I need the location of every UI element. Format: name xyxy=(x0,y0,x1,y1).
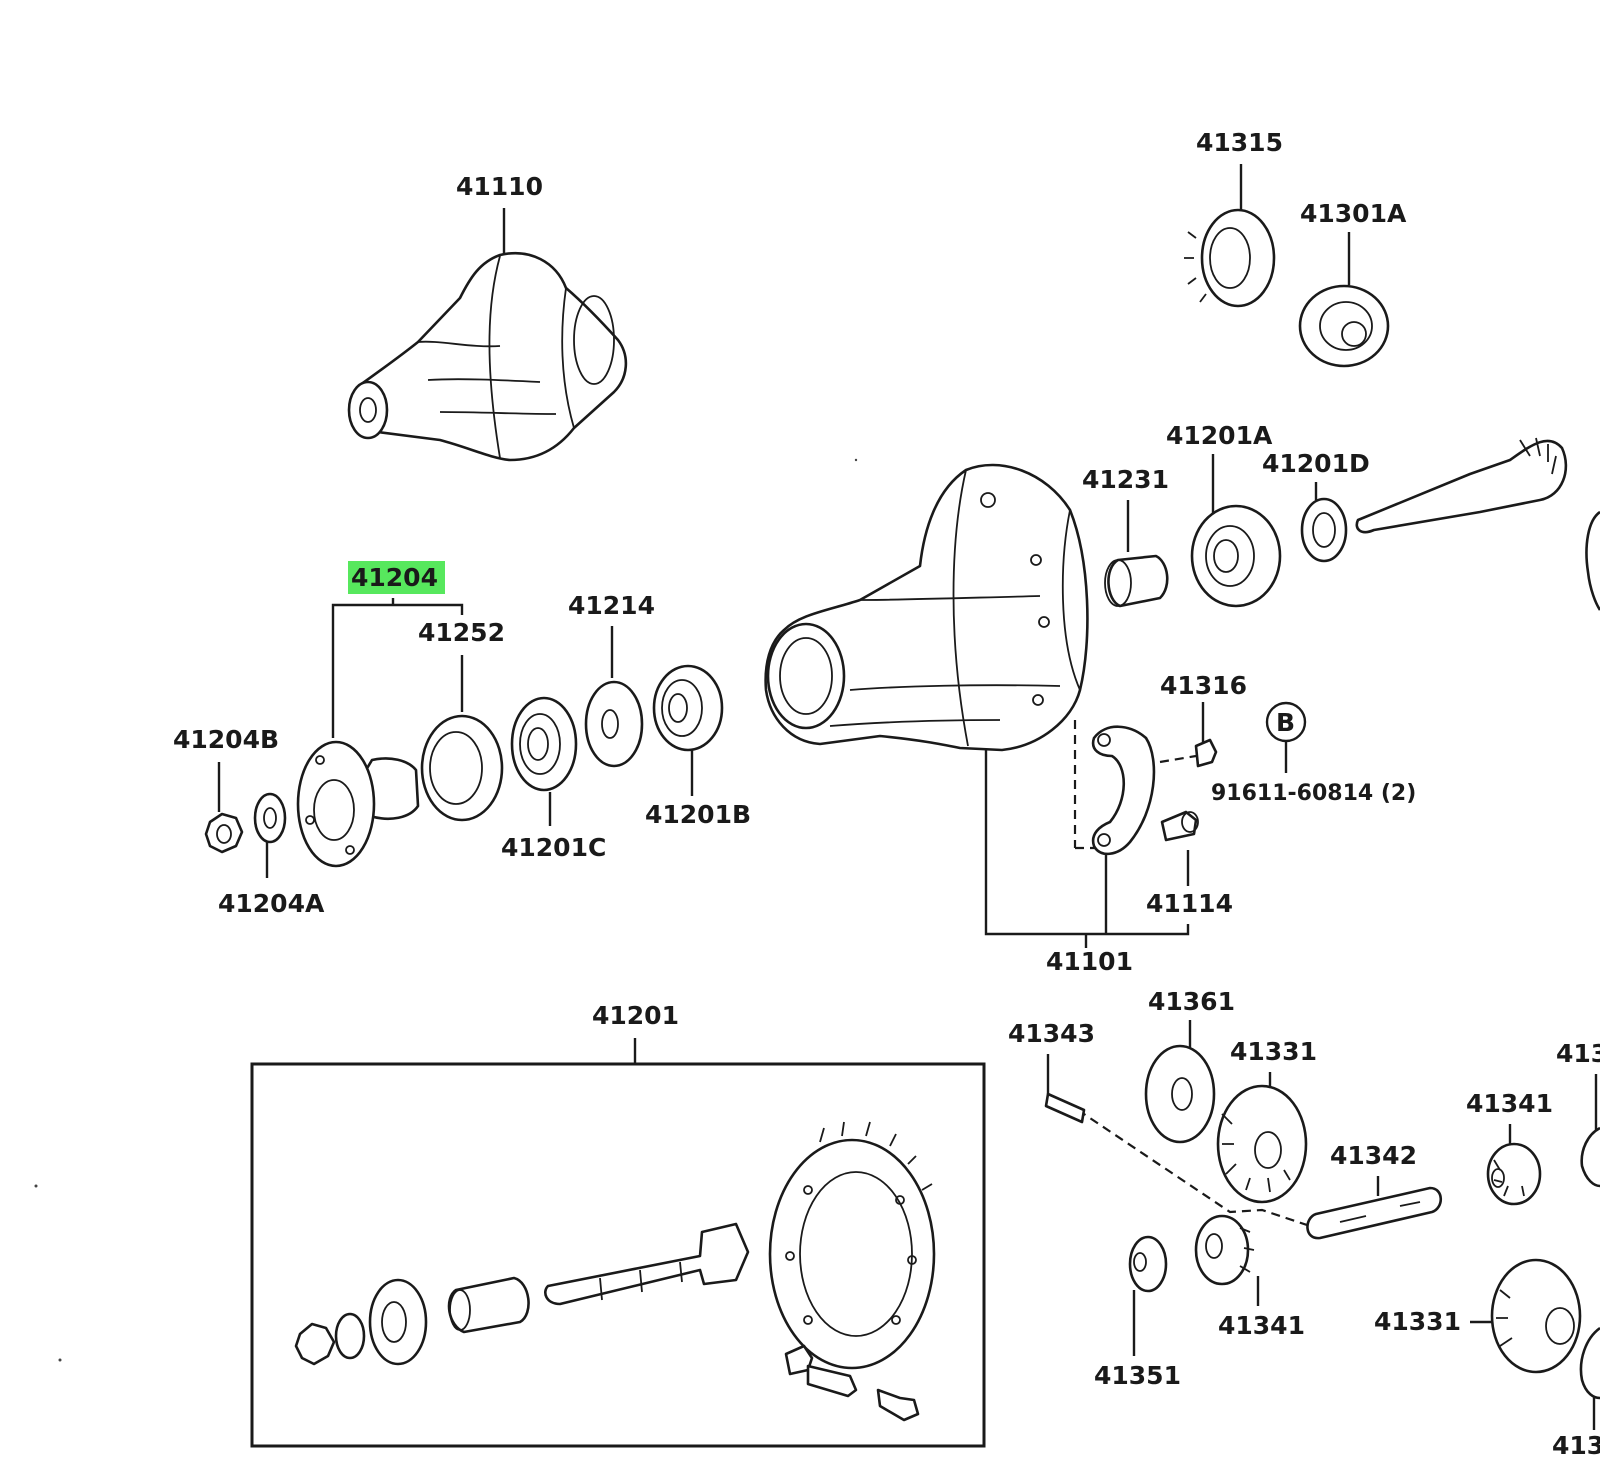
part-41201-ring-gear-set[interactable] xyxy=(294,1121,936,1422)
label-41201C[interactable]: 41201C xyxy=(501,833,606,862)
label-41204A[interactable]: 41204A xyxy=(218,889,325,918)
leader-lines xyxy=(217,164,1598,1430)
part-41201D-washer[interactable] xyxy=(1300,497,1348,563)
part-41341-pinion-right[interactable] xyxy=(1486,1142,1542,1206)
b-marker[interactable]: B xyxy=(1265,701,1307,743)
b-marker-letter: B xyxy=(1276,708,1295,737)
label-41252[interactable]: 41252 xyxy=(418,618,505,647)
label-41204B[interactable]: 41204B xyxy=(173,725,279,754)
part-41214-washer[interactable] xyxy=(584,680,644,768)
label-41201D[interactable]: 41201D xyxy=(1262,449,1370,478)
frame-41201 xyxy=(250,1062,986,1448)
part-41201B-bearing[interactable] xyxy=(652,664,724,752)
part-41204A-washer[interactable] xyxy=(253,792,287,844)
label-41361[interactable]: 41361 xyxy=(1148,987,1235,1016)
part-41201A-bearing[interactable] xyxy=(1190,504,1282,608)
highlight-41204 xyxy=(348,561,445,594)
part-41316-cap[interactable] xyxy=(1091,725,1156,856)
label-413-cut-bottom[interactable]: 413 xyxy=(1552,1431,1600,1458)
part-41341-pinion-bottom[interactable] xyxy=(1194,1214,1255,1286)
label-41201B[interactable]: 41201B xyxy=(645,800,751,829)
part-pinion-top-right[interactable] xyxy=(1355,437,1568,534)
part-41351-washer[interactable] xyxy=(1128,1235,1168,1293)
label-41101[interactable]: 41101 xyxy=(1046,947,1133,976)
part-41331-side-gear-top[interactable] xyxy=(1216,1084,1308,1204)
label-41316[interactable]: 41316 xyxy=(1160,671,1247,700)
part-41114-bolt[interactable] xyxy=(1160,810,1199,842)
label-41214[interactable]: 41214 xyxy=(568,591,655,620)
part-right-edge-cut[interactable] xyxy=(1579,510,1600,1400)
label-41343[interactable]: 41343 xyxy=(1008,1019,1095,1048)
part-41110-carrier[interactable] xyxy=(347,251,628,462)
speck-1 xyxy=(34,1184,38,1188)
label-41301A[interactable]: 41301A xyxy=(1300,199,1407,228)
part-41315-gear[interactable] xyxy=(1184,208,1276,308)
part-41301A-bearing[interactable] xyxy=(1298,284,1390,368)
label-41204[interactable]: 41204 xyxy=(351,563,438,592)
part-41201C-bearing[interactable] xyxy=(510,696,578,792)
label-41110[interactable]: 41110 xyxy=(456,172,543,201)
part-41231-spacer[interactable] xyxy=(1104,554,1169,608)
part-41204B-nut[interactable] xyxy=(204,812,244,854)
label-41331-bottom[interactable]: 41331 xyxy=(1374,1307,1461,1336)
label-91611-60814[interactable]: 91611-60814 (2) xyxy=(1211,781,1416,806)
part-41316-clip[interactable] xyxy=(1194,738,1218,768)
label-41341-right[interactable]: 41341 xyxy=(1466,1089,1553,1118)
label-41201A[interactable]: 41201A xyxy=(1166,421,1273,450)
part-41101-housing[interactable] xyxy=(764,463,1089,752)
part-41342-shaft[interactable] xyxy=(1306,1186,1443,1240)
label-41341-bottom[interactable]: 41341 xyxy=(1218,1311,1305,1340)
part-41343-pin[interactable] xyxy=(1044,1092,1086,1124)
part-41252-seal[interactable] xyxy=(420,714,504,822)
label-413-cut-top[interactable]: 413 xyxy=(1556,1039,1600,1068)
label-41114[interactable]: 41114 xyxy=(1146,889,1233,918)
part-41361-washer[interactable] xyxy=(1144,1044,1216,1144)
label-41331-top[interactable]: 41331 xyxy=(1230,1037,1317,1066)
speck-3 xyxy=(854,458,858,462)
label-41351[interactable]: 41351 xyxy=(1094,1361,1181,1390)
label-41342[interactable]: 41342 xyxy=(1330,1141,1417,1170)
label-41201[interactable]: 41201 xyxy=(592,1001,679,1030)
part-41331-side-gear-bottom[interactable] xyxy=(1490,1258,1582,1374)
speck-2 xyxy=(58,1358,62,1362)
label-41231[interactable]: 41231 xyxy=(1082,465,1169,494)
part-41204-flange[interactable] xyxy=(296,740,420,868)
label-41315[interactable]: 41315 xyxy=(1196,128,1283,157)
